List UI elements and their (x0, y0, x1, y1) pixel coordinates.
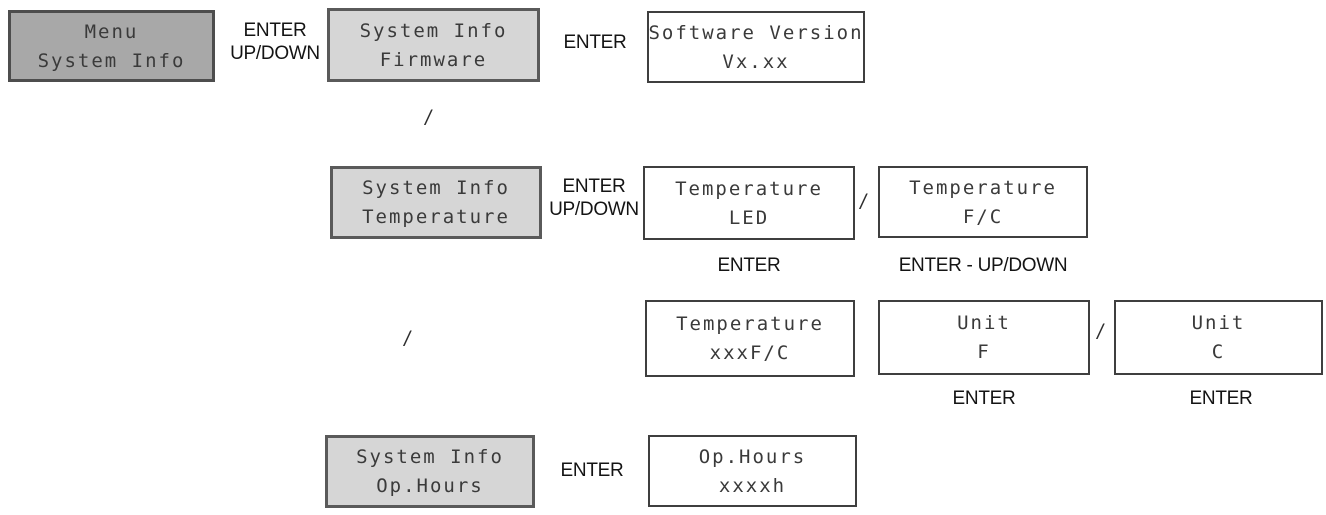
lcd-line: F (977, 341, 991, 363)
lcd-screen-system-info-op-hours: System Info Op.Hours (325, 435, 535, 508)
or-separator-unit-f-c: / (1097, 321, 1103, 344)
lcd-line: Menu (84, 20, 139, 43)
connector-label-enter-updown-1: ENTER UP/DOWN (222, 19, 328, 65)
lcd-screen-temperature-led: Temperature LED (643, 166, 855, 240)
lcd-line: Temperature (909, 176, 1057, 199)
lcd-line: Op.Hours (698, 445, 807, 468)
lcd-screen-software-version: Software Version Vx.xx (647, 11, 865, 83)
lcd-line: F/C (962, 205, 1004, 228)
enter-key-label: ENTER (560, 460, 624, 481)
enter-key-label: ENTER (717, 255, 781, 276)
lcd-screen-system-info-temperature: System Info Temperature (330, 166, 542, 239)
connector-label-enter-ophours: ENTER (540, 459, 644, 482)
connector-label-enter-updown-fc: ENTER - UP/DOWN (881, 254, 1085, 277)
lcd-screen-unit-c: Unit C (1114, 300, 1323, 375)
connector-label-enter-led: ENTER (692, 254, 806, 277)
lcd-line: System Info (356, 446, 504, 468)
or-separator-led-fc: / (860, 191, 866, 214)
connector-label-enter-unit-c: ENTER (1169, 387, 1273, 410)
updown-key-label: UP/DOWN (549, 199, 639, 220)
enter-updown-key-label: ENTER - UP/DOWN (898, 255, 1068, 276)
lcd-line: Vx.xx (722, 50, 790, 73)
lcd-screen-menu-system-info: Menu System Info (8, 10, 215, 82)
or-separator-firmware-temperature: / (425, 107, 431, 130)
lcd-line: System Info (362, 177, 510, 199)
lcd-line: xxxxh (718, 474, 787, 497)
lcd-line: Unit (1191, 312, 1246, 334)
updown-key-label: UP/DOWN (230, 43, 320, 64)
lcd-screen-temperature-value: Temperature xxxF/C (645, 300, 855, 377)
lcd-screen-system-info-firmware: System Info Firmware (327, 8, 540, 82)
lcd-line: xxxF/C (709, 342, 791, 364)
enter-key-label: ENTER (563, 32, 627, 53)
lcd-line: Unit (957, 312, 1011, 334)
lcd-screen-op-hours-value: Op.Hours xxxxh (648, 435, 857, 507)
enter-key-label: ENTER (243, 20, 307, 41)
lcd-line: System Info (359, 19, 508, 42)
connector-label-enter-firmware: ENTER (544, 31, 646, 54)
lcd-line: C (1211, 341, 1226, 363)
or-separator-temperature-ophours: / (404, 328, 410, 351)
lcd-screen-temperature-fc: Temperature F/C (878, 166, 1088, 238)
lcd-line: Firmware (379, 48, 488, 71)
lcd-line: System Info (37, 49, 186, 72)
lcd-screen-unit-f: Unit F (878, 300, 1090, 375)
lcd-line: LED (728, 206, 770, 229)
lcd-line: Temperature (675, 177, 823, 200)
enter-key-label: ENTER (562, 176, 626, 197)
enter-key-label: ENTER (1189, 388, 1253, 409)
lcd-line: Op.Hours (376, 475, 484, 497)
lcd-line: Temperature (676, 313, 824, 335)
connector-label-enter-unit-f: ENTER (932, 387, 1036, 410)
lcd-line: Software Version (648, 21, 864, 44)
enter-key-label: ENTER (952, 388, 1016, 409)
lcd-line: Temperature (362, 206, 510, 228)
connector-label-enter-updown-2: ENTER UP/DOWN (544, 175, 644, 221)
